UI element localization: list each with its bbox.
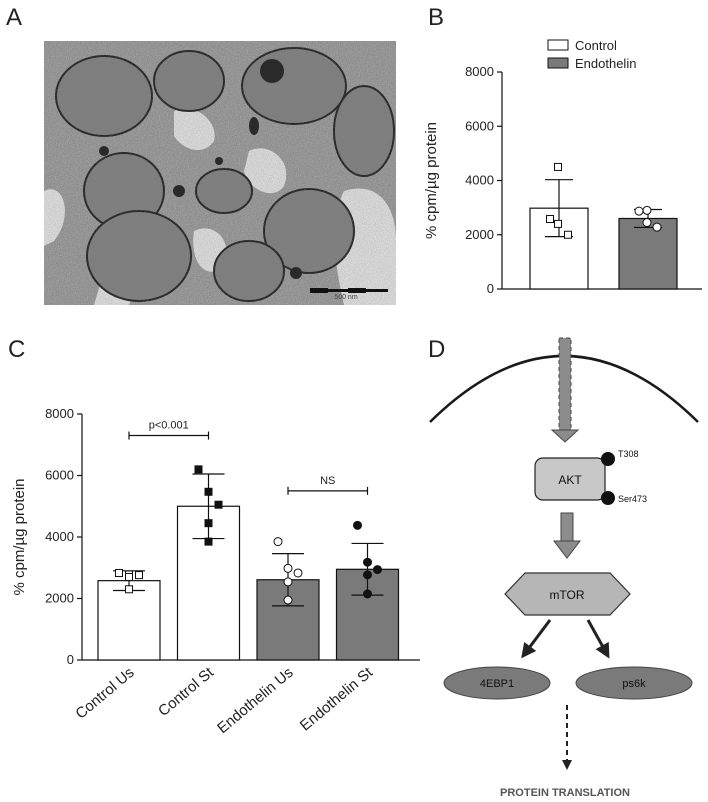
4ebp1-node: 4EBP1 [443,666,551,700]
mtor-to-4ebp1-arrow [521,619,552,659]
mtor-node: mTOR [504,572,631,616]
membrane-receptor-arrow [550,337,580,443]
legend-swatch [547,57,569,69]
y-tick-label: 6000 [465,118,494,133]
data-point [353,520,362,530]
data-point [634,206,644,216]
data-point [363,557,372,567]
y-tick-label: 2000 [45,591,74,606]
ser473-phospho-site [601,491,615,505]
data-point [554,219,562,228]
data-point [204,519,213,528]
t308-label: T308 [618,449,639,459]
data-point [363,570,372,580]
data-point [273,537,283,547]
y-axis-label: % cpm/µg protein [11,478,28,595]
4ebp1-label: 4EBP1 [480,678,514,690]
significance-label: p<0.001 [149,420,189,432]
data-point [194,465,203,474]
data-point [135,571,143,580]
y-tick-label: 2000 [465,227,494,242]
akt-to-mtor-arrow [552,512,582,559]
data-point [564,230,572,239]
data-point [546,215,554,224]
data-point [652,222,662,232]
data-point [554,162,562,171]
akt-label: AKT [558,473,582,487]
micrograph-dark-granules [99,59,302,279]
ps6k-node: ps6k [575,666,693,700]
t308-phospho-site [601,452,615,466]
panel-label-b: B [428,4,445,31]
mtor-to-ps6k-arrow [586,619,610,659]
y-tick-label: 6000 [45,468,74,483]
chart-c: 0 2000 4000 6000 8000 % cpm/µg proteinControl… [11,406,420,737]
data-point [363,589,372,599]
electron-micrograph: 500 nm [44,41,396,305]
x-tick-label: Control St [155,664,218,720]
data-point [373,565,382,575]
chart-b: 0 2000 4000 6000 8000 % cpm/µg protein Control… [423,38,702,296]
y-tick-label: 8000 [45,406,74,421]
data-point [293,568,303,578]
akt-node: AKT T308 Ser473 [534,449,647,505]
ps6k-label: ps6k [622,678,646,690]
scale-bar: 500 nm [310,288,388,301]
data-point [214,500,223,509]
x-tick-label: Endothelin St [297,664,377,735]
legend-swatch [547,39,569,51]
y-tick-label: 4000 [45,529,74,544]
data-point [204,487,213,496]
significance-label: NS [320,475,335,487]
data-point [204,537,213,546]
data-point [642,218,652,228]
y-tick-label: 0 [67,652,74,667]
signaling-diagram: AKT T308 Ser473 mTOR 4EBP1 ps6k PROTEIN … [429,337,699,799]
data-point [115,568,123,577]
panel-label-d: D [428,336,446,363]
data-point [125,585,133,594]
panel-label-c: C [8,336,26,363]
y-tick-label: 8000 [465,64,494,79]
panel-label-a: A [6,4,23,31]
bar [618,217,678,290]
legend-label: Endothelin [575,56,636,71]
protein-translation-label: PROTEIN TRANSLATION [500,787,630,799]
legend-label: Control [575,38,617,53]
x-tick-label: Endothelin Us [214,664,296,737]
scale-bar-label: 500 nm [334,294,358,301]
data-point [283,563,293,573]
data-point [642,205,652,215]
mtor-label: mTOR [549,588,584,602]
data-point [125,572,133,581]
y-axis-label: % cpm/µg protein [423,122,440,239]
y-tick-label: 4000 [465,173,494,188]
y-tick-label: 0 [487,281,494,296]
data-point [283,595,293,605]
data-point [283,577,293,587]
x-tick-label: Control Us [72,664,137,723]
ser473-label: Ser473 [618,494,647,504]
